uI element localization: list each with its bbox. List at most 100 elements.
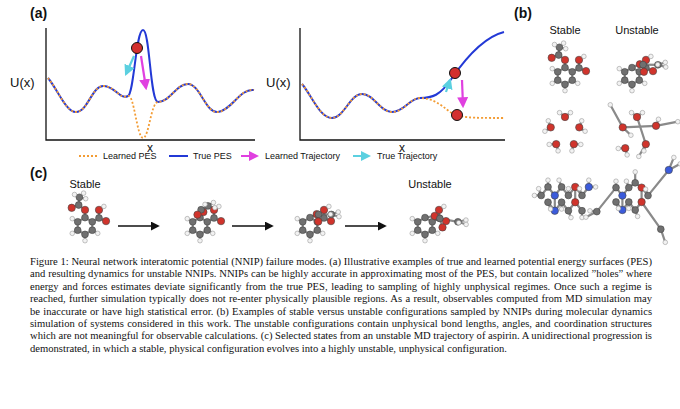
atom (616, 146, 621, 151)
aspirin-state (410, 204, 468, 243)
atom (327, 217, 334, 224)
legend-item: True PES (168, 151, 232, 161)
atom (422, 214, 429, 221)
atom (320, 231, 325, 236)
atom (655, 62, 660, 67)
atom (210, 231, 215, 236)
atom (210, 206, 217, 213)
atom (423, 238, 428, 243)
atom (579, 207, 586, 214)
atom (217, 217, 224, 224)
atom (74, 227, 81, 234)
bond (642, 202, 661, 229)
atom (552, 140, 559, 147)
atom (211, 200, 216, 205)
aspirin-unstable (617, 54, 668, 93)
state-dot (132, 43, 143, 54)
atom (546, 119, 551, 124)
axes (46, 28, 255, 140)
atom (619, 192, 626, 199)
panel-label: (a) (30, 5, 47, 21)
atom (414, 218, 421, 225)
bond (637, 117, 646, 144)
atom (672, 155, 677, 160)
atom (625, 153, 630, 158)
atom (645, 192, 652, 199)
pes-plot (46, 28, 255, 140)
atom (643, 187, 648, 192)
atom (442, 204, 447, 209)
atom (579, 192, 586, 199)
bond (648, 170, 669, 196)
atom (576, 124, 583, 131)
atom (89, 227, 96, 234)
state-label: Stable (69, 178, 100, 191)
atom (637, 154, 642, 159)
atom (204, 218, 211, 225)
atom (439, 224, 446, 231)
atom (642, 140, 649, 147)
molecules (68, 41, 680, 245)
axes (300, 28, 505, 140)
legend-sample (168, 151, 190, 161)
atom (569, 77, 576, 84)
atom (336, 210, 341, 215)
atom (569, 215, 574, 220)
atom (625, 199, 632, 206)
atom (636, 77, 643, 84)
legend-item: True Trajectory (352, 151, 437, 161)
atom (557, 110, 562, 115)
true-trajectory (446, 80, 450, 92)
atom (640, 110, 645, 115)
learned-pes (302, 84, 504, 118)
atom (575, 81, 580, 86)
atom (543, 129, 548, 134)
atom (552, 42, 557, 47)
atom (559, 207, 564, 212)
legend-line (353, 155, 369, 157)
atom (633, 170, 638, 175)
atom (569, 68, 576, 75)
atom (545, 199, 552, 206)
molecule-stable (532, 178, 598, 220)
atom (642, 81, 647, 86)
legend-line (169, 155, 188, 157)
atom (613, 184, 620, 191)
atom (663, 240, 668, 245)
atom (629, 133, 634, 138)
molecule-unstable (584, 155, 680, 244)
atom (295, 216, 300, 221)
atom (640, 61, 647, 68)
atom (70, 231, 75, 236)
legend-sample (352, 151, 374, 161)
atom (561, 56, 568, 63)
atom (587, 178, 592, 183)
atom (649, 67, 656, 74)
atom (436, 215, 443, 222)
atom (102, 217, 109, 224)
state-dot (452, 110, 463, 121)
atom (198, 238, 203, 243)
water-stable (543, 110, 588, 153)
atom (617, 66, 622, 71)
atom (630, 88, 635, 93)
true-pes (302, 32, 504, 118)
atom (582, 54, 587, 59)
atom (70, 216, 75, 221)
learned-pes (48, 78, 254, 138)
axis-label: U(x) (10, 76, 35, 91)
legend-text: Learned PES (103, 151, 157, 161)
atom (558, 184, 565, 191)
atom (299, 227, 306, 234)
atom (213, 205, 218, 210)
state-label: Unstable (408, 178, 451, 191)
state-label: Stable (549, 24, 580, 37)
atom (635, 214, 640, 219)
legend-text: Learned Trajectory (265, 151, 340, 161)
atom (532, 193, 537, 198)
legend-item: Learned PES (78, 151, 157, 161)
atom (547, 124, 554, 131)
atom (562, 64, 569, 71)
atom (429, 227, 436, 234)
legend-line (241, 155, 257, 157)
